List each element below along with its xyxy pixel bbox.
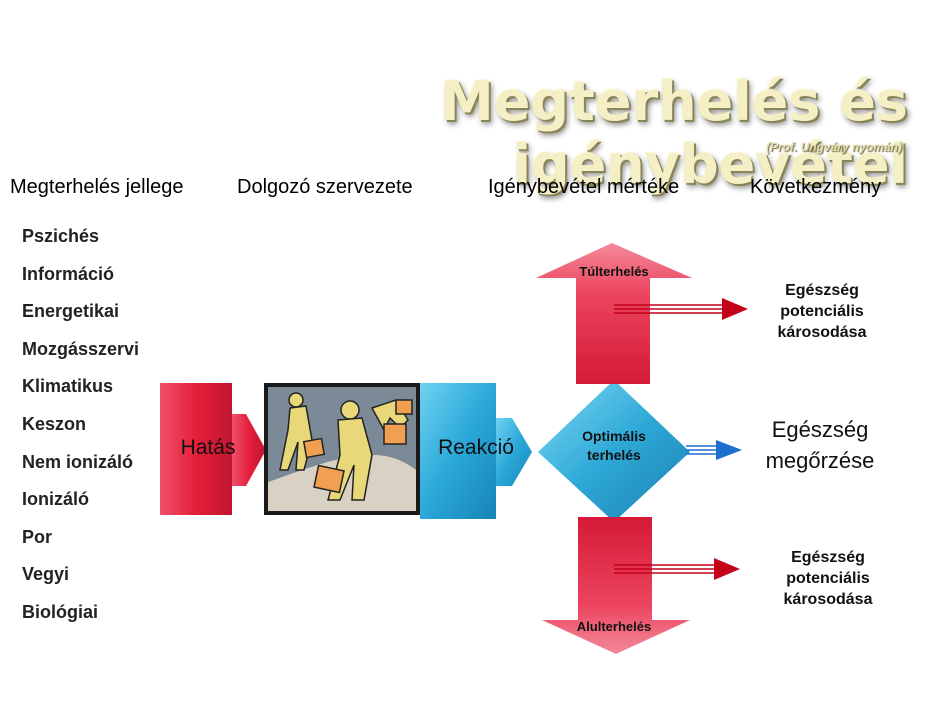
list-item: Biológiai bbox=[22, 601, 98, 622]
reaction-label: Reakció bbox=[438, 436, 514, 459]
list-item: Nem ionizáló bbox=[22, 451, 134, 472]
list-item: Por bbox=[22, 526, 53, 547]
overload-label: Túlterhelés bbox=[579, 264, 649, 279]
consequence-arrow-top bbox=[614, 298, 748, 320]
impact-label: Hatás bbox=[180, 436, 236, 459]
impact-arrow bbox=[160, 383, 266, 515]
reaction-arrow bbox=[420, 383, 532, 519]
list-item: Klimatikus bbox=[22, 376, 114, 397]
underload-label: Alulterhelés bbox=[576, 619, 652, 634]
list-item: Ionizáló bbox=[22, 489, 89, 510]
workers-carrying-boxes-icon bbox=[264, 383, 420, 515]
outcome-middle-line1: Egészség bbox=[771, 417, 869, 442]
list-item: Vegyi bbox=[22, 564, 70, 585]
outcome-top-line1: Egészség bbox=[785, 282, 859, 299]
list-item: Információ bbox=[22, 263, 115, 284]
outcome-bottom-line3: károsodása bbox=[783, 591, 873, 608]
underload-arrow bbox=[542, 517, 690, 654]
optimal-label-line1: Optimális bbox=[582, 428, 646, 444]
column-header-consequence: Következmény bbox=[750, 176, 882, 198]
load-type-list: Pszichés Információ Energetikai Mozgássz… bbox=[22, 226, 139, 640]
page-subtitle: (Prof. Ungváry nyomán) bbox=[765, 140, 902, 154]
column-header-organism: Dolgozó szervezete bbox=[237, 176, 413, 198]
list-item: Keszon bbox=[22, 413, 87, 434]
consequence-arrow-middle bbox=[686, 440, 742, 460]
outcome-middle-line2: megőrzése bbox=[765, 448, 875, 473]
column-header-load-type: Megterhelés jellege bbox=[10, 176, 184, 198]
outcome-bottom: Egészség potenciális károsodása bbox=[758, 547, 898, 610]
optimal-load-diamond bbox=[538, 380, 690, 522]
consequence-arrow-bottom bbox=[614, 558, 740, 580]
outcome-top-line2: potenciális bbox=[780, 303, 864, 320]
page-title: Megterhelés és igénybevétel bbox=[440, 70, 908, 196]
outcome-top-line3: károsodása bbox=[777, 324, 867, 341]
outcome-middle: Egészség megőrzése bbox=[745, 414, 895, 476]
list-item: Energetikai bbox=[22, 301, 120, 322]
column-header-strain-level: Igénybevétel mértéke bbox=[488, 176, 680, 198]
list-item: Pszichés bbox=[22, 226, 100, 246]
outcome-top: Egészség potenciális károsodása bbox=[752, 280, 892, 343]
optimal-label-line2: terhelés bbox=[587, 447, 641, 463]
list-item: Mozgásszervi bbox=[22, 338, 140, 359]
outcome-bottom-line2: potenciális bbox=[786, 570, 870, 587]
outcome-bottom-line1: Egészség bbox=[791, 549, 865, 566]
